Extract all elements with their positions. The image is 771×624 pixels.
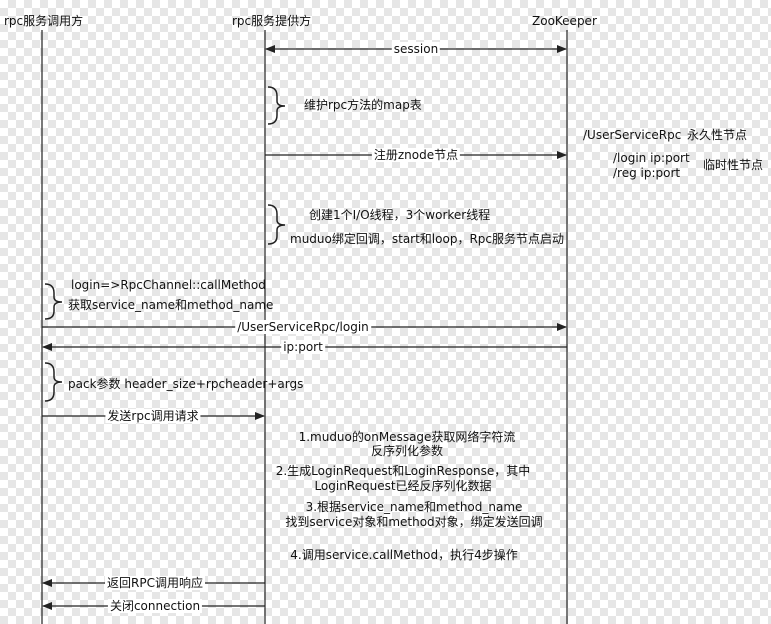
user-service-rpc-label: /UserServiceRpc/login — [235, 320, 371, 334]
login-node-path: /login ip:port — [613, 151, 690, 165]
step-2-line-1: 2.生成LoginRequest和LoginResponse，其中 — [275, 464, 531, 478]
return-rpc-response-label: 返回RPC调用响应 — [105, 576, 205, 590]
threads-brace — [267, 204, 286, 245]
call-method-brace — [44, 283, 63, 320]
zookeeper-header: ZooKeeper — [532, 14, 597, 28]
step-3-line-2: 找到service对象和method对象，绑定发送回调 — [285, 515, 543, 529]
reg-node-path: /reg ip:port — [613, 166, 681, 180]
muduo-bind-note: muduo绑定回调，start和loop，Rpc服务节点启动 — [290, 232, 564, 246]
call-method-note: login=>RpcChannel::callMethod — [71, 278, 266, 292]
step-1-line-2: 反序列化参数 — [370, 444, 444, 458]
step-1-line-1: 1.muduo的onMessage获取网络字符流 — [298, 430, 516, 444]
persistent-node-path: /UserServiceRpc — [583, 128, 682, 142]
pack-args-note: pack参数 header_size+rpcheader+args — [68, 377, 304, 391]
session-label: session — [391, 42, 441, 56]
caller-header: rpc服务调用方 — [4, 14, 84, 28]
step-4: 4.调用service.callMethod，执行4步操作 — [290, 548, 518, 562]
ip-port-label: ip:port — [281, 340, 325, 354]
pack-args-brace — [44, 362, 63, 402]
get-names-note: 获取service_name和method_name — [68, 298, 274, 312]
map-table-note: 维护rpc方法的map表 — [304, 98, 422, 112]
send-rpc-request-label: 发送rpc调用请求 — [105, 409, 201, 423]
map-table-brace — [267, 86, 286, 125]
persistent-node-label: 永久性节点 — [687, 128, 748, 142]
close-connection-label: 关闭connection — [107, 599, 203, 613]
ephemeral-node-label: 临时性节点 — [703, 158, 764, 172]
provider-header: rpc服务提供方 — [232, 14, 312, 28]
step-3-line-1: 3.根据service_name和method_name — [305, 500, 523, 514]
register-znode-label: 注册znode节点 — [371, 148, 461, 162]
threads-note: 创建1个I/O线程，3个worker线程 — [309, 208, 491, 222]
step-2-line-2: LoginRequest已经反序列化数据 — [314, 479, 492, 493]
